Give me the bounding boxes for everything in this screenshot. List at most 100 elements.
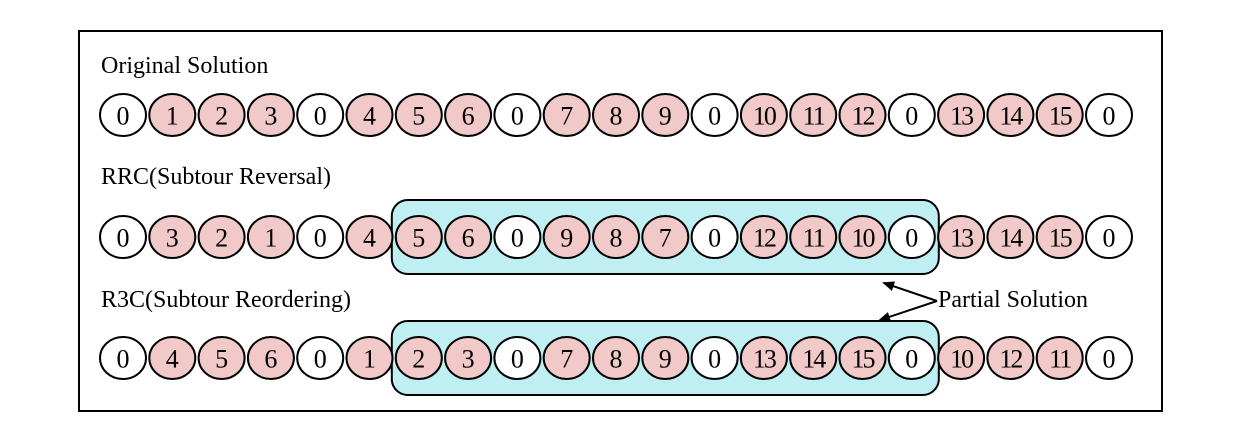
rrc-node: 5 [394, 215, 443, 259]
node-label: 10 [852, 224, 876, 253]
customer-node-circle [739, 93, 788, 137]
original-node: 0 [690, 93, 739, 137]
customer-node-circle [148, 215, 197, 259]
node-label: 0 [1103, 224, 1116, 253]
depot-node-circle [887, 336, 936, 380]
r3c-node: 7 [542, 336, 591, 380]
partial-solution-label: Partial Solution [938, 287, 1088, 313]
node-label: 0 [314, 345, 327, 374]
node-label: 14 [999, 102, 1023, 131]
rrc-node: 0 [493, 215, 542, 259]
node-label: 10 [950, 345, 974, 374]
rrc-node: 10 [838, 215, 887, 259]
r3c-label: R3C(Subtour Reordering) [101, 287, 351, 313]
node-label: 2 [412, 345, 425, 374]
customer-node-circle [148, 336, 197, 380]
customer-node-circle [641, 336, 690, 380]
customer-node-circle [789, 93, 838, 137]
customer-node-circle [1035, 93, 1084, 137]
depot-node-circle [99, 336, 147, 380]
customer-node-circle [345, 93, 394, 137]
r3c-node: 0 [690, 336, 739, 380]
original-node: 0 [887, 93, 936, 137]
node-label: 4 [363, 224, 376, 253]
rrc-node: 0 [1085, 215, 1133, 259]
node-label: 5 [215, 345, 228, 374]
r3c-node: 10 [937, 336, 986, 380]
rrc-node: 0 [99, 215, 147, 259]
customer-node-circle [394, 336, 443, 380]
arrow-to-rrc-box [882, 281, 938, 302]
rrc-node: 0 [296, 215, 345, 259]
customer-node-circle [986, 336, 1035, 380]
original-node: 2 [197, 93, 246, 137]
r3c-node: 0 [99, 336, 147, 380]
node-label: 14 [999, 224, 1023, 253]
customer-node-circle [197, 336, 246, 380]
node-label: 7 [659, 224, 672, 253]
rrc-node: 9 [542, 215, 591, 259]
node-label: 0 [117, 102, 130, 131]
customer-node-circle [444, 215, 493, 259]
customer-node-circle [789, 336, 838, 380]
node-label: 7 [560, 102, 573, 131]
customer-node-circle [197, 93, 246, 137]
rrc-node: 0 [887, 215, 936, 259]
customer-node-circle [641, 215, 690, 259]
node-label: 9 [560, 224, 573, 253]
original-node: 0 [99, 93, 147, 137]
node-label: 2 [215, 102, 228, 131]
r3c-node: 0 [296, 336, 345, 380]
node-label: 0 [511, 224, 524, 253]
r3c-node: 3 [444, 336, 493, 380]
node-label: 0 [314, 102, 327, 131]
original-node: 7 [542, 93, 591, 137]
original-node: 12 [838, 93, 887, 137]
node-label: 13 [950, 224, 973, 253]
node-label: 0 [708, 345, 721, 374]
customer-node-circle [986, 215, 1035, 259]
node-label: 15 [1049, 224, 1072, 253]
node-label: 3 [166, 224, 179, 253]
node-label: 0 [511, 102, 524, 131]
rrc-node: 12 [739, 215, 788, 259]
node-label: 0 [117, 345, 130, 374]
r3c-node: 4 [148, 336, 197, 380]
node-label: 0 [905, 345, 918, 374]
depot-node-circle [690, 93, 739, 137]
customer-node-circle [246, 215, 295, 259]
r3c-node: 5 [197, 336, 246, 380]
node-label: 6 [462, 224, 475, 253]
node-label: 5 [412, 102, 425, 131]
r3c-node: 1 [345, 336, 394, 380]
rrc-node: 8 [592, 215, 640, 259]
original-node: 11 [789, 93, 838, 137]
original-node: 10 [739, 93, 788, 137]
customer-node-circle [542, 336, 591, 380]
customer-node-circle [739, 215, 788, 259]
node-label: 12 [999, 345, 1022, 374]
node-label: 15 [852, 345, 875, 374]
node-label: 7 [560, 345, 573, 374]
r3c-node: 0 [887, 336, 936, 380]
depot-node-circle [296, 93, 345, 137]
original-node: 15 [1035, 93, 1084, 137]
node-label: 2 [215, 224, 228, 253]
depot-node-circle [690, 215, 739, 259]
node-label: 0 [905, 102, 918, 131]
node-label: 0 [708, 102, 721, 131]
customer-node-circle [937, 336, 986, 380]
node-label: 11 [803, 224, 825, 253]
node-label: 3 [462, 345, 475, 374]
node-label: 12 [753, 224, 776, 253]
original-node: 6 [444, 93, 493, 137]
node-label: 11 [1049, 345, 1071, 374]
rrc-node: 3 [148, 215, 197, 259]
original-node: 14 [986, 93, 1035, 137]
customer-node-circle [1035, 215, 1084, 259]
r3c-node: 11 [1035, 336, 1084, 380]
partial-solution-arrows [878, 281, 938, 322]
original-node: 4 [345, 93, 394, 137]
depot-node-circle [493, 215, 542, 259]
